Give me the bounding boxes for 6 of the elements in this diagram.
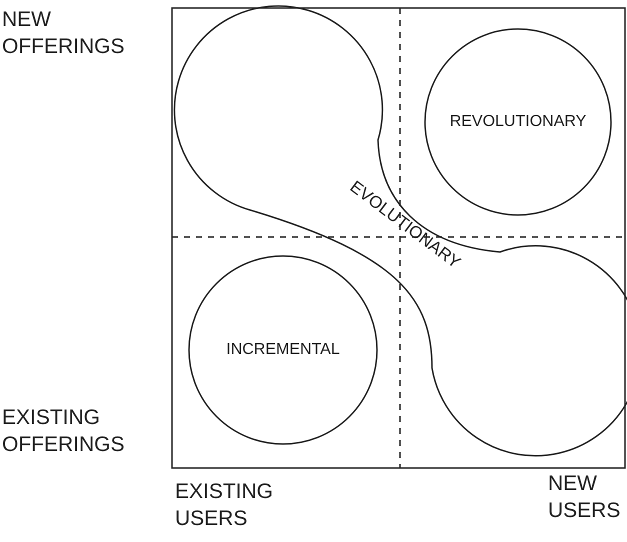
region-label: REVOLUTIONARY bbox=[450, 113, 586, 131]
axis-label: EXISTING USERS bbox=[175, 479, 274, 532]
axis-label: EXISTING OFFERINGS bbox=[2, 405, 126, 458]
axis-label: NEW USERS bbox=[548, 471, 622, 524]
axis-label: NEW OFFERINGS bbox=[2, 7, 126, 60]
region-label: INCREMENTAL bbox=[226, 341, 340, 359]
